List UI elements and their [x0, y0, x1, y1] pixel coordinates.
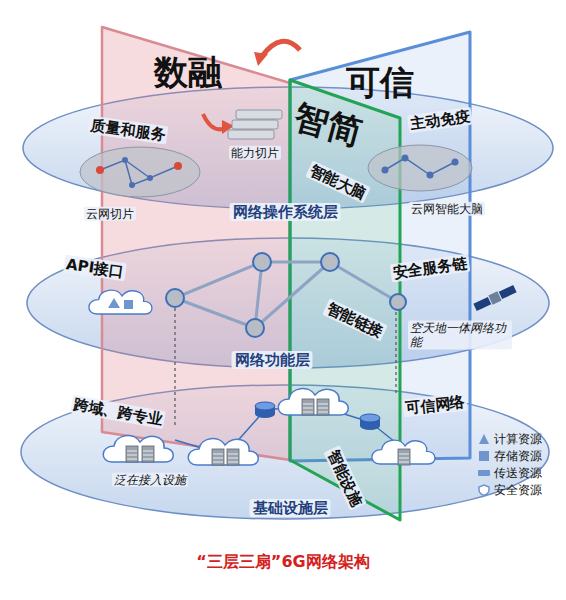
- fan-panel: 智简: [288, 78, 402, 522]
- legend-text: 传送资源: [494, 466, 542, 481]
- annotation-label: 能力切片: [229, 146, 281, 160]
- legend-swatch: [478, 433, 490, 445]
- legend-swatch: [478, 484, 490, 496]
- layer-name: 基础设施层: [250, 499, 331, 517]
- legend-text: 存储资源: [494, 449, 542, 464]
- annotation-label: 空天地一体网络功能: [408, 321, 512, 350]
- layer-name: 网络操作系统层: [230, 203, 341, 221]
- annotation-label: 云网切片: [84, 207, 136, 221]
- fan-title: 可信: [346, 62, 414, 103]
- figure-caption: “三层三扇”6G网络架构: [196, 552, 369, 571]
- legend-text: 计算资源: [494, 432, 542, 447]
- legend-swatch: [478, 467, 490, 479]
- annotation-label: 云网智能大脑: [409, 202, 485, 216]
- legend-swatch: [478, 450, 490, 462]
- legend-text: 安全资源: [494, 483, 542, 498]
- layer-name: 网络功能层: [232, 351, 313, 369]
- annotation-label: 泛在接入设施: [112, 473, 188, 487]
- fan-title: 数融: [154, 52, 222, 93]
- fan-panel: 数融: [100, 25, 292, 465]
